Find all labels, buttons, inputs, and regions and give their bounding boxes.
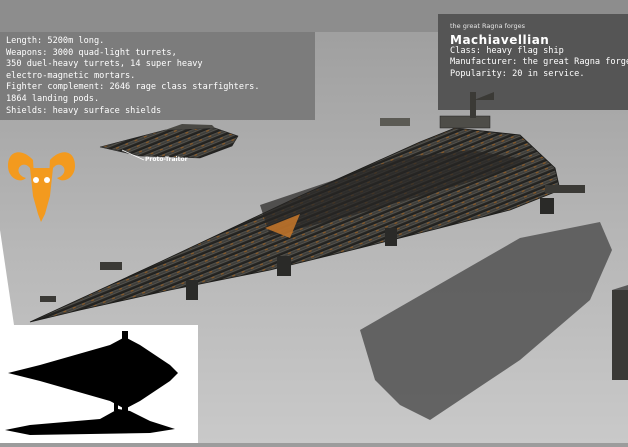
proto-traitor-label: Proto-Traitor <box>145 156 188 163</box>
specs-text: Length: 5200m long. Weapons: 3000 quad-l… <box>6 36 260 116</box>
proto-traitor-ship <box>99 124 239 161</box>
info-panel <box>438 14 628 110</box>
info-class: Class: heavy flag ship <box>450 46 564 56</box>
ship-shadow <box>360 222 612 420</box>
ship-title: Machiavellian <box>450 33 550 47</box>
top-view-silhouette <box>8 331 178 415</box>
silhouette-drawing <box>5 331 178 435</box>
machiavellian-ship <box>29 92 628 380</box>
side-view-silhouette <box>5 399 175 435</box>
info-text: Class: heavy flag ship Manufacturer: the… <box>450 46 628 80</box>
specs-panel <box>0 32 315 120</box>
silhouette-inset <box>0 325 198 443</box>
info-manufacturer: Manufacturer: the great Ragna forges <box>450 57 628 68</box>
ram-skull-emblem-icon <box>8 152 75 222</box>
info-popularity: Popularity: 20 in service. <box>450 68 585 79</box>
manufacturer-subtitle: the great Ragna forges <box>450 22 525 30</box>
